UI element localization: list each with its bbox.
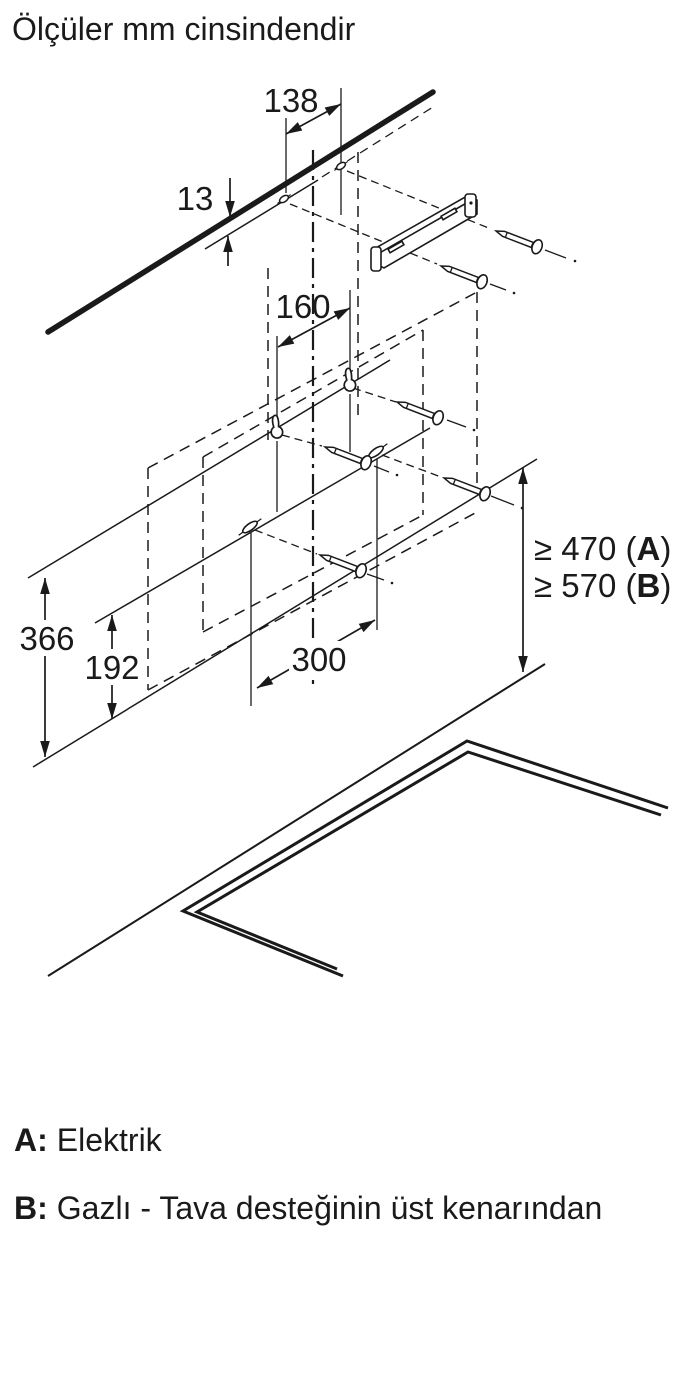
dashed-outlines bbox=[147, 106, 492, 691]
page-title: Ölçüler mm cinsindendir bbox=[12, 11, 356, 47]
dim-label-366: 366 bbox=[19, 620, 74, 657]
dim-label-300: 300 bbox=[291, 641, 346, 678]
dim-366-mask bbox=[17, 620, 78, 656]
screw-icon bbox=[492, 223, 545, 257]
counter-back-edge-line bbox=[47, 663, 546, 977]
mounting-bracket bbox=[370, 193, 478, 272]
dim-300-mask bbox=[289, 641, 351, 677]
dim-label-160: 160 bbox=[275, 288, 330, 325]
keyhole-right bbox=[341, 366, 358, 393]
dim-label-13: 13 bbox=[177, 180, 214, 217]
dim-label-138: 138 bbox=[263, 82, 318, 119]
countertop-outline bbox=[179, 739, 669, 978]
screw-icon bbox=[437, 258, 490, 292]
clearance-label-gas: ≥ 570 (B) bbox=[534, 567, 671, 604]
upper-hole-row-line bbox=[27, 359, 391, 579]
screw-leader-lines bbox=[254, 170, 492, 555]
legend-b: B:Gazlı - Tava desteğinin üst kenarından bbox=[14, 1190, 602, 1226]
screw-icon bbox=[321, 439, 374, 473]
legend: A:Elektrik B:Gazlı - Tava desteğinin üst… bbox=[14, 1122, 602, 1226]
wall-hole-line bbox=[204, 179, 319, 250]
screw-icon bbox=[316, 547, 369, 581]
screw-icon bbox=[393, 394, 446, 428]
dim-192-mask bbox=[83, 649, 142, 685]
duct-outline bbox=[267, 152, 359, 440]
wall-edge-line bbox=[45, 89, 436, 335]
dim-label-192: 192 bbox=[84, 649, 139, 686]
screw-icon bbox=[440, 470, 493, 504]
lower-hole-row-line bbox=[94, 427, 431, 624]
legend-a: A:Elektrik bbox=[14, 1122, 163, 1158]
hood-bottom-edge-line bbox=[32, 458, 538, 768]
dim-line-160 bbox=[277, 307, 351, 348]
clearance-label-electric: ≥ 470 (A) bbox=[534, 530, 671, 567]
construction-lines bbox=[27, 88, 546, 977]
dim-line-138 bbox=[285, 103, 342, 135]
